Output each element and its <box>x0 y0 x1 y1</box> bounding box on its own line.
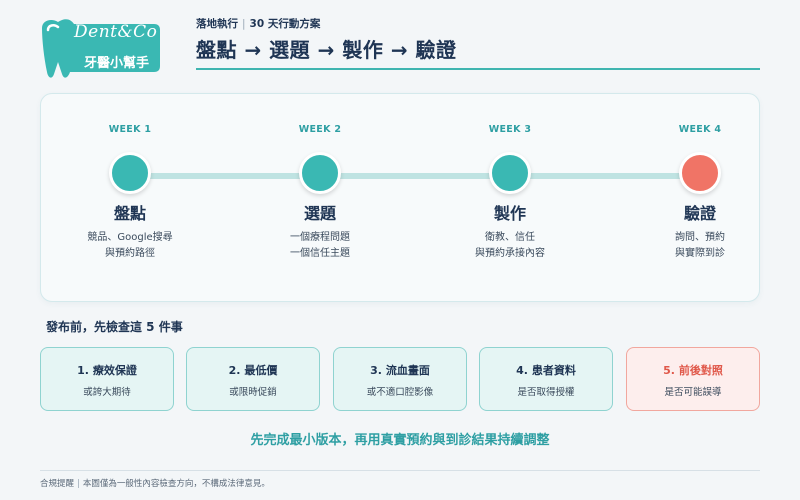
check-card-5: 5. 前後對照 是否可能誤導 <box>626 347 760 411</box>
check-card-title: 2. 最低價 <box>228 364 278 377</box>
step-desc-line: 與預約承接內容 <box>475 248 545 259</box>
check-card-2: 2. 最低價 或限時促銷 <box>186 347 320 411</box>
step-description: 競品、Google搜尋 與預約路徑 <box>50 230 210 262</box>
check-card-title: 3. 流血畫面 <box>370 364 430 377</box>
check-card-1: 1. 療效保證 或誇大期待 <box>40 347 174 411</box>
timeline-card: WEEK 1 盤點 競品、Google搜尋 與預約路徑 WEEK 2 選題 一個… <box>40 93 760 302</box>
step-desc-line: 詢問、預約 <box>675 232 725 243</box>
footer-label: 合規提醒 <box>40 479 75 489</box>
step-week-label: WEEK 4 <box>678 124 722 135</box>
header-eyebrow: 落地執行 |30 天行動方案 <box>196 16 320 31</box>
step-name: 盤點 <box>113 204 146 223</box>
footer-divider <box>40 470 760 471</box>
check-card-3: 3. 流血畫面 或不適口腔影像 <box>333 347 467 411</box>
logo-script-text: Dent&Co <box>74 22 158 42</box>
check-card-subtitle: 或誇大期待 <box>83 387 131 398</box>
step-dot-icon <box>299 152 341 194</box>
step-week-label: WEEK 1 <box>108 124 152 135</box>
timeline-step-week-4: WEEK 4 驗證 詢問、預約 與實際到診 <box>620 94 780 262</box>
step-desc-line: 與預約路徑 <box>105 248 155 259</box>
footer-note: 合規提醒|本圖僅為一般性內容檢查方向，不構成法律意見。 <box>40 477 270 489</box>
check-card-4: 4. 患者資料 是否取得授權 <box>479 347 613 411</box>
step-desc-line: 一個療程問題 <box>290 232 350 243</box>
step-description: 詢問、預約 與實際到診 <box>620 230 780 262</box>
step-desc-line: 競品、Google搜尋 <box>87 232 173 243</box>
step-desc-line: 與實際到診 <box>675 248 725 259</box>
checklist-title: 發布前，先檢查這 5 件事 <box>46 320 183 334</box>
check-card-subtitle: 或不適口腔影像 <box>366 387 434 398</box>
check-card-title: 1. 療效保證 <box>77 364 137 377</box>
bottom-message: 先完成最小版本，再用真實預約與到診結果持續調整 <box>250 433 550 448</box>
step-week-label: WEEK 3 <box>488 124 532 135</box>
check-card-title: 5. 前後對照 <box>663 364 723 377</box>
step-dot-icon <box>109 152 151 194</box>
step-name: 製作 <box>493 204 526 223</box>
step-description: 衛教、信任 與預約承接內容 <box>430 230 590 262</box>
step-desc-line: 衛教、信任 <box>485 232 535 243</box>
check-card-subtitle: 是否可能誤導 <box>664 387 722 398</box>
brand-logo: Dent&Co 牙醫小幫手 <box>36 18 160 80</box>
eyebrow-divider: | <box>242 18 246 30</box>
step-name: 驗證 <box>683 204 716 223</box>
header-divider <box>196 68 760 70</box>
tooth-logo-icon <box>42 19 160 78</box>
step-desc-line: 一個信任主題 <box>290 248 350 259</box>
timeline-step-week-1: WEEK 1 盤點 競品、Google搜尋 與預約路徑 <box>50 94 210 262</box>
check-card-title: 4. 患者資料 <box>516 364 576 377</box>
timeline-step-week-2: WEEK 2 選題 一個療程問題 一個信任主題 <box>240 94 400 262</box>
check-card-subtitle: 是否取得授權 <box>517 387 575 398</box>
footer-separator: | <box>77 479 80 489</box>
eyebrow-left: 落地執行 <box>196 18 238 30</box>
page-title: 盤點 → 選題 → 製作 → 驗證 <box>196 38 457 62</box>
eyebrow-right: 30 天行動方案 <box>249 18 321 30</box>
logo-chinese-text: 牙醫小幫手 <box>84 56 150 71</box>
step-description: 一個療程問題 一個信任主題 <box>240 230 400 262</box>
footer-text: 本圖僅為一般性內容檢查方向，不構成法律意見。 <box>82 479 270 489</box>
timeline-track <box>115 173 685 179</box>
step-name: 選題 <box>303 204 336 223</box>
step-week-label: WEEK 2 <box>298 124 342 135</box>
step-dot-icon <box>679 152 721 194</box>
timeline-step-week-3: WEEK 3 製作 衛教、信任 與預約承接內容 <box>430 94 590 262</box>
check-card-subtitle: 或限時促銷 <box>229 387 277 398</box>
step-dot-icon <box>489 152 531 194</box>
